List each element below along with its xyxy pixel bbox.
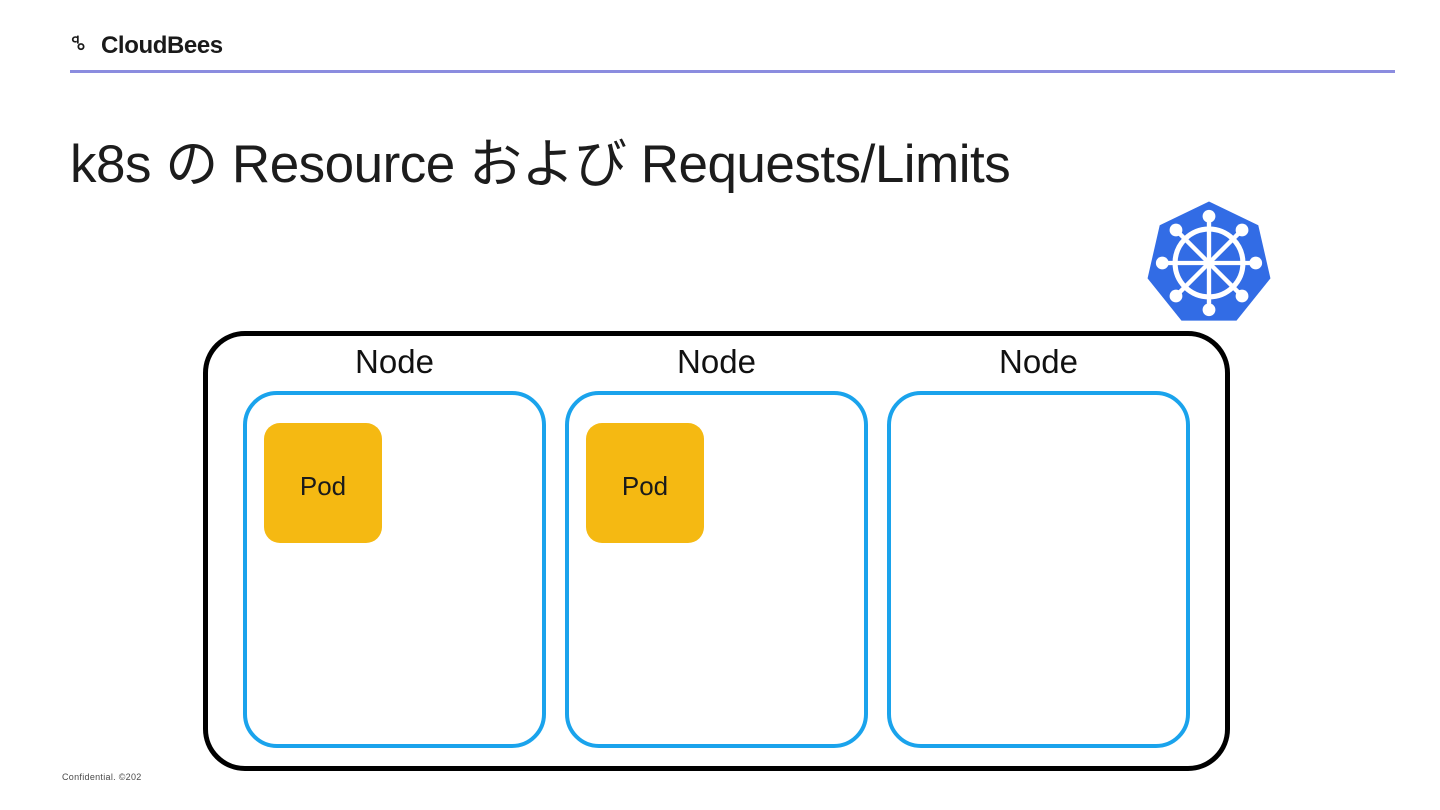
node-label: Node	[999, 343, 1078, 380]
cloudbees-wordmark: CloudBees	[101, 32, 223, 59]
pod: Pod	[264, 423, 382, 543]
node-label: Node	[677, 343, 756, 380]
confidential-footer: Confidential. ©202	[62, 772, 142, 782]
cloudbees-bee-icon	[70, 35, 94, 57]
node-2: Node Pod	[565, 345, 868, 748]
cloudbees-logo: CloudBees	[70, 31, 223, 61]
pod: Pod	[586, 423, 704, 543]
node-row: Node Pod Node Pod Node	[208, 336, 1225, 766]
pod-label: Pod	[621, 471, 669, 501]
node-box: Pod	[243, 391, 546, 748]
node-box: Pod	[565, 391, 868, 748]
node-label: Node	[355, 343, 434, 380]
node-1: Node Pod	[243, 345, 546, 748]
header-divider	[70, 70, 1395, 73]
node-3: Node	[887, 345, 1190, 748]
pod-label: Pod	[299, 471, 347, 501]
kubernetes-logo	[1143, 199, 1275, 327]
node-box	[887, 391, 1190, 748]
cluster-container: Node Pod Node Pod Node	[203, 331, 1230, 771]
page-title: k8s の Resource および Requests/Limits	[70, 134, 1011, 194]
